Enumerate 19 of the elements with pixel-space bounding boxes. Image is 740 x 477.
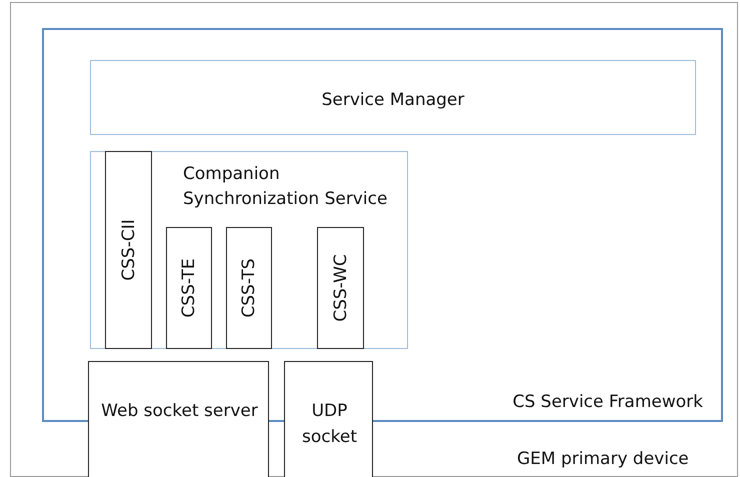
- component-box: [90, 151, 408, 349]
- component-box: [226, 227, 272, 349]
- component-box: [105, 151, 152, 349]
- component-box: [284, 361, 373, 477]
- component-label: CSS-CII: [118, 219, 138, 281]
- component-label: UDP socket: [301, 400, 358, 449]
- device-frame: [10, 2, 738, 477]
- component-label: Web socket server: [100, 400, 259, 423]
- component-label: CSS-TS: [239, 258, 259, 318]
- component-label: GEM primary device: [517, 449, 689, 469]
- component-label: Service Manager: [320, 88, 466, 112]
- component-box: [166, 227, 212, 349]
- component-label: CSS-TE: [179, 258, 199, 318]
- component-box: [317, 227, 364, 349]
- component-label: Companion Synchronization Service: [183, 163, 388, 211]
- component-box: [90, 60, 696, 135]
- component-label: CSS-WC: [330, 254, 350, 322]
- component-label: CS Service Framework: [512, 392, 703, 412]
- component-box: [88, 361, 269, 477]
